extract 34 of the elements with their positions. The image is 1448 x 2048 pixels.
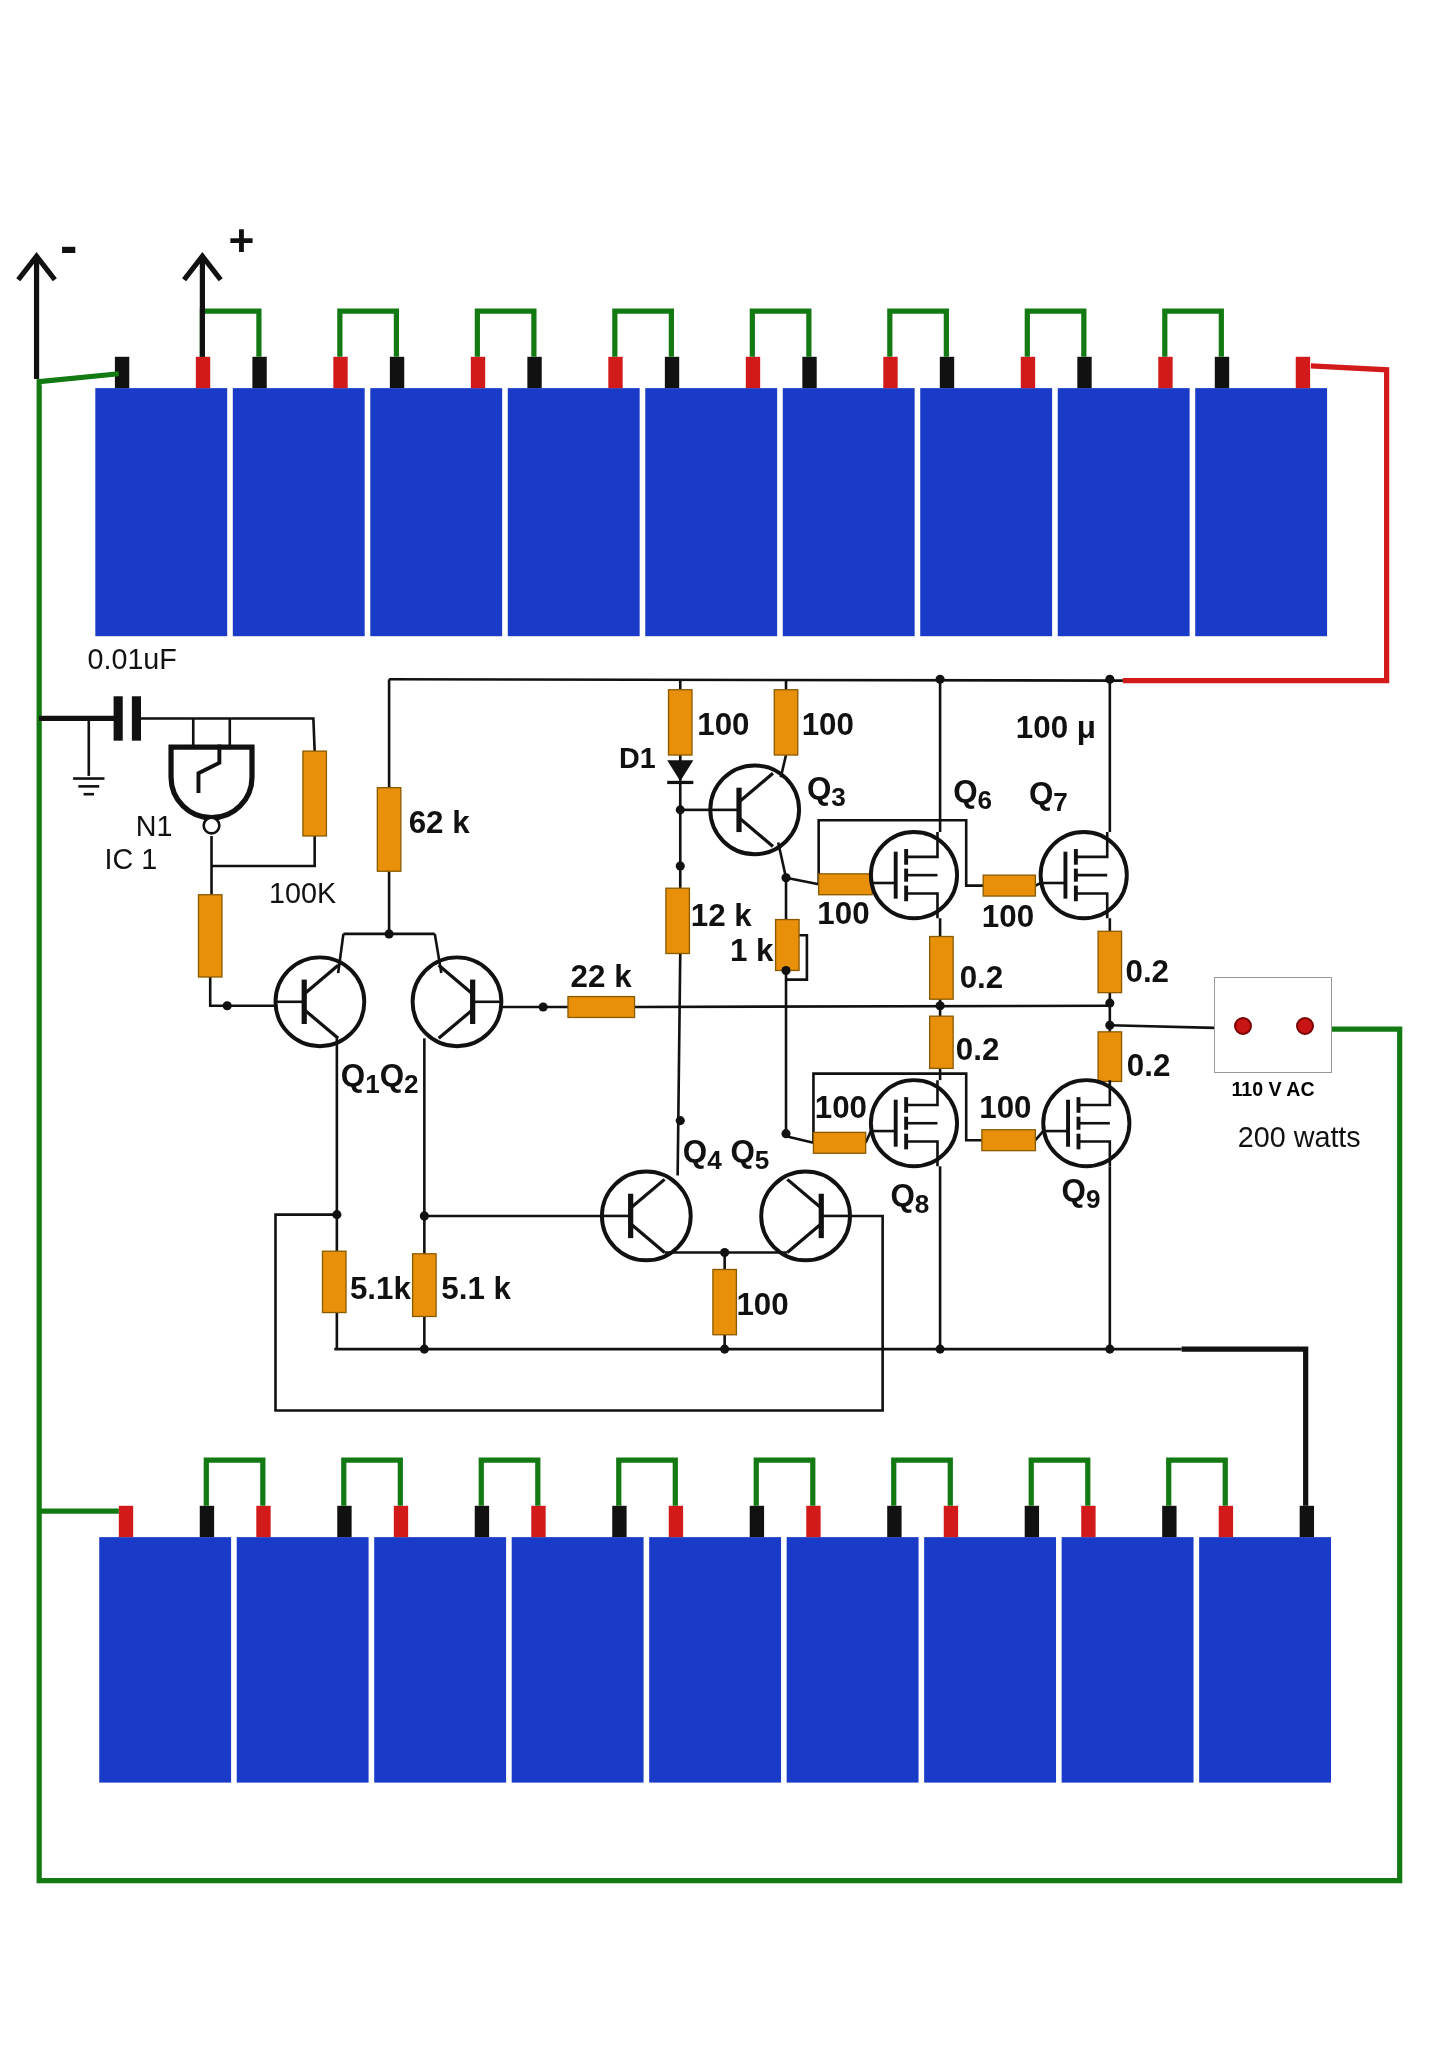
polarity-label: - (60, 219, 78, 272)
component-label: 0.2 (1126, 1049, 1171, 1082)
component-label: N1 (135, 812, 173, 841)
component-label: 100K (268, 878, 337, 908)
component-label: 0.01uF (87, 645, 177, 674)
component-label: 100 (801, 709, 854, 741)
polarity-label: + (228, 219, 255, 264)
component-label: 0.2 (959, 962, 1004, 994)
component-label: Q$_{8}$ (890, 1180, 930, 1218)
component-label: Q$_{1}$Q$_{2}$ (340, 1060, 419, 1098)
component-label: 100 (736, 1288, 789, 1321)
component-label: 100 (981, 900, 1035, 933)
component-label: 5.1k (349, 1273, 411, 1305)
component-label: Q$_{6}$ (953, 775, 993, 813)
component-label: 100 (979, 1091, 1032, 1123)
component-label: Q$_{9}$ (1061, 1175, 1101, 1213)
component-label: 1 k (729, 934, 774, 967)
component-label: 100 (814, 1091, 867, 1123)
component-label: 0.2 (955, 1034, 1000, 1066)
component-label: Q$_{4}$ Q$_{5}$ (682, 1135, 770, 1174)
component-label: 100 μ (1015, 711, 1096, 743)
component-label: 0.2 (1125, 955, 1170, 988)
component-label: 62 k (408, 806, 470, 839)
component-label: Q$_{3}$ (806, 772, 846, 811)
component-label: 100 (817, 898, 870, 930)
component-label: 22 k (570, 960, 632, 993)
component-label: IC 1 (104, 844, 158, 874)
outlet-label: 110 V AC (1230, 1078, 1316, 1102)
component-label: 100 (697, 709, 750, 741)
component-label: Q$_{7}$ (1028, 778, 1068, 816)
power-rating-label: 200 watts (1237, 1122, 1361, 1152)
component-label: 12 k (690, 899, 752, 931)
component-label: 5.1 k (441, 1273, 511, 1305)
component-label: D1 (618, 744, 656, 773)
